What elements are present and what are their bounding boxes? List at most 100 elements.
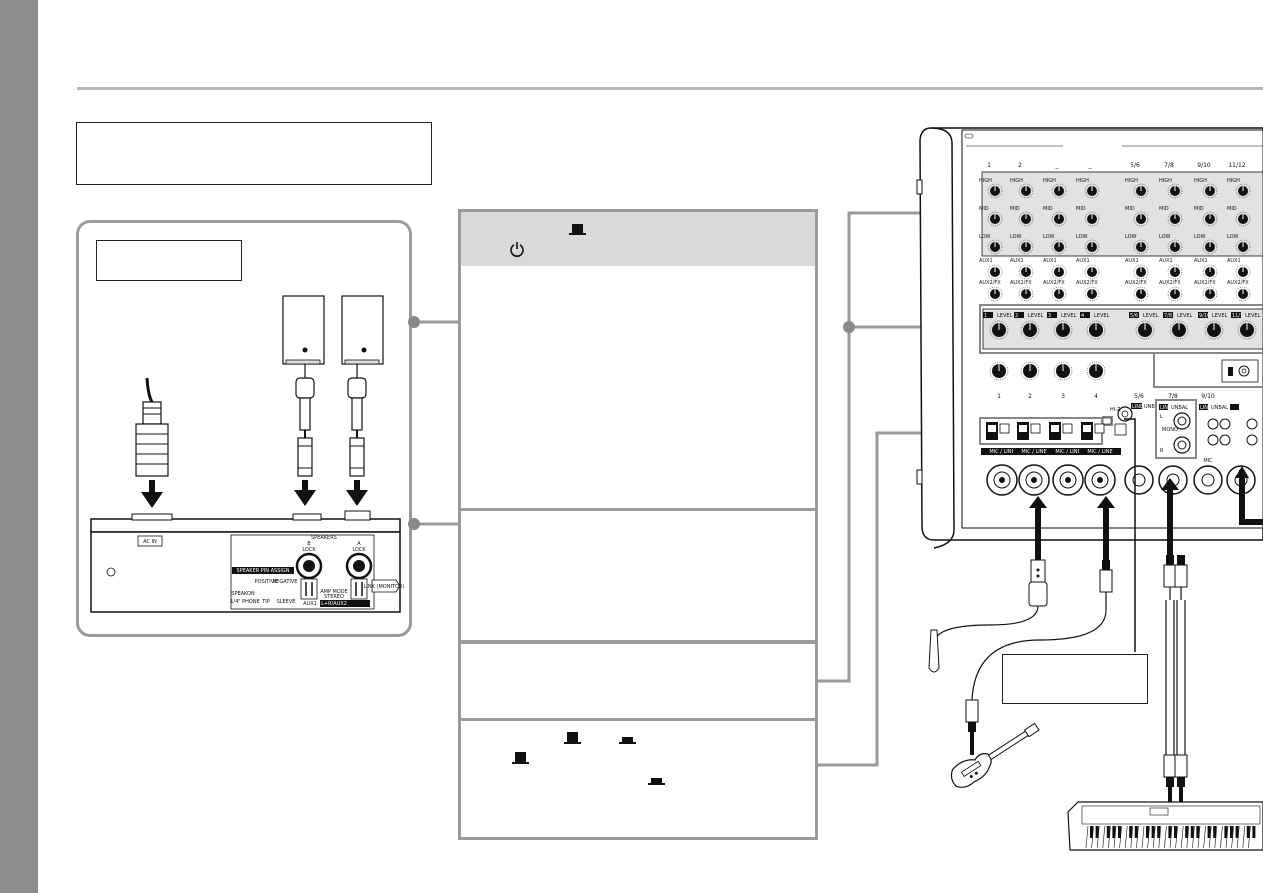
aux-knob[interactable] bbox=[1084, 264, 1100, 280]
amp-mode-label: AMP MODE bbox=[320, 589, 348, 595]
eq-label: HIGH bbox=[1159, 178, 1172, 184]
xlr-jack[interactable] bbox=[1193, 465, 1223, 495]
aux-knob[interactable] bbox=[1084, 286, 1100, 302]
xlr-combo-jack[interactable] bbox=[1084, 464, 1116, 496]
xlr-jack[interactable] bbox=[1124, 465, 1154, 495]
eq-knob[interactable] bbox=[987, 211, 1003, 227]
stereo-label: STEREO bbox=[324, 594, 344, 600]
eq-knob[interactable] bbox=[1202, 239, 1218, 255]
arrow-down-icons bbox=[141, 480, 368, 508]
aux-knob[interactable] bbox=[1018, 286, 1034, 302]
eq-label: HIGH bbox=[1043, 178, 1056, 184]
step-2-panel bbox=[458, 508, 818, 643]
lr-aux-label: L+R/AUX2 bbox=[321, 601, 347, 607]
header-rule bbox=[77, 87, 1263, 90]
eq-label: HIGH bbox=[1125, 178, 1138, 184]
aux-knob[interactable] bbox=[1202, 286, 1218, 302]
eq-knob[interactable] bbox=[987, 239, 1003, 255]
aux-knob[interactable] bbox=[1133, 286, 1149, 302]
aux-knob[interactable] bbox=[1167, 286, 1183, 302]
eq-knob[interactable] bbox=[1133, 239, 1149, 255]
power-cable-icon bbox=[135, 377, 169, 477]
eq-knob[interactable] bbox=[1084, 239, 1100, 255]
sleeve-label: SLEEVE bbox=[277, 599, 296, 605]
aux-knob[interactable] bbox=[1133, 264, 1149, 280]
level-label: LEVEL bbox=[1061, 313, 1077, 319]
channel-switch[interactable] bbox=[1081, 422, 1105, 440]
channel-switch[interactable] bbox=[1049, 422, 1073, 440]
eq-knob[interactable] bbox=[1084, 211, 1100, 227]
level-channel: 7/8 bbox=[1164, 313, 1172, 319]
level-knob[interactable] bbox=[1086, 320, 1106, 340]
aux-label: AUX2/FX bbox=[1227, 280, 1249, 286]
aux-knob[interactable] bbox=[1202, 264, 1218, 280]
aux-knob[interactable] bbox=[987, 286, 1003, 302]
xlr-combo-jack[interactable] bbox=[1018, 464, 1050, 496]
gain-knob[interactable] bbox=[989, 361, 1009, 381]
level-knob[interactable] bbox=[1053, 320, 1073, 340]
eq-knob[interactable] bbox=[1051, 239, 1067, 255]
aux-knob[interactable] bbox=[987, 264, 1003, 280]
level-label: LEVEL bbox=[1143, 313, 1159, 319]
eq-knob[interactable] bbox=[1018, 211, 1034, 227]
gain-knob[interactable] bbox=[1086, 361, 1106, 381]
eq-knob[interactable] bbox=[1202, 183, 1218, 199]
eq-label: MID bbox=[1043, 206, 1053, 212]
out-b-label: B bbox=[307, 541, 311, 547]
switch-down-icon bbox=[619, 731, 637, 748]
eq-label: MID bbox=[1010, 206, 1020, 212]
level-label: LEVEL bbox=[1028, 313, 1044, 319]
level-channel: 9/10 bbox=[1199, 313, 1210, 319]
channel-number: 5/6 bbox=[1134, 393, 1144, 400]
eq-knob[interactable] bbox=[1167, 239, 1183, 255]
eq-knob[interactable] bbox=[1167, 211, 1183, 227]
eq-knob[interactable] bbox=[1235, 239, 1251, 255]
eq-label: HIGH bbox=[1010, 178, 1023, 184]
eq-knob[interactable] bbox=[1235, 211, 1251, 227]
speaker-cable-b bbox=[295, 364, 315, 477]
step-1-body bbox=[458, 266, 818, 511]
level-knob[interactable] bbox=[1020, 320, 1040, 340]
step-4-panel bbox=[458, 718, 818, 840]
unbal-label: UNBAL bbox=[1144, 404, 1161, 410]
eq-label: LOW bbox=[1076, 234, 1088, 240]
eq-label: LOW bbox=[1125, 234, 1137, 240]
xlr-combo-jack[interactable] bbox=[986, 464, 1018, 496]
mic-label: MIC bbox=[1203, 458, 1213, 464]
eq-knob[interactable] bbox=[1084, 183, 1100, 199]
gain-knob[interactable] bbox=[1053, 361, 1073, 381]
xlr-combo-jack[interactable] bbox=[1052, 464, 1084, 496]
aux-knob[interactable] bbox=[1051, 286, 1067, 302]
rear-panel-callout bbox=[76, 220, 412, 637]
eq-label: MID bbox=[1076, 206, 1086, 212]
aux-knob[interactable] bbox=[1018, 264, 1034, 280]
eq-knob[interactable] bbox=[1133, 211, 1149, 227]
level-knob[interactable] bbox=[1169, 320, 1189, 340]
level-knob[interactable] bbox=[1237, 320, 1257, 340]
eq-knob[interactable] bbox=[1202, 211, 1218, 227]
level-label: LEVEL bbox=[997, 313, 1013, 319]
level-knob[interactable] bbox=[1135, 320, 1155, 340]
level-knob[interactable] bbox=[989, 320, 1009, 340]
ac-in-label: AC IN bbox=[143, 539, 157, 545]
aux-knob[interactable] bbox=[1235, 264, 1251, 280]
eq-knob[interactable] bbox=[987, 183, 1003, 199]
eq-knob[interactable] bbox=[1167, 183, 1183, 199]
eq-knob[interactable] bbox=[1133, 183, 1149, 199]
rear-panel-drawing: AC IN SPEAKERS B A LOCK LOCK SPEAKER PIN… bbox=[90, 510, 404, 613]
aux-knob[interactable] bbox=[1235, 286, 1251, 302]
eq-knob[interactable] bbox=[1018, 183, 1034, 199]
aux-knob[interactable] bbox=[1167, 264, 1183, 280]
lock-label: LOCK bbox=[352, 547, 366, 553]
eq-knob[interactable] bbox=[1018, 239, 1034, 255]
eq-knob[interactable] bbox=[1051, 211, 1067, 227]
gain-knob[interactable] bbox=[1020, 361, 1040, 381]
channel-switch[interactable] bbox=[986, 422, 1010, 440]
aux-knob[interactable] bbox=[1051, 264, 1067, 280]
eq-knob[interactable] bbox=[1235, 183, 1251, 199]
eq-knob[interactable] bbox=[1051, 183, 1067, 199]
line-badge: LINE bbox=[1200, 405, 1211, 411]
level-knob[interactable] bbox=[1204, 320, 1224, 340]
channel-switch[interactable] bbox=[1017, 422, 1041, 440]
channel-header: 5/6 bbox=[1130, 162, 1140, 169]
